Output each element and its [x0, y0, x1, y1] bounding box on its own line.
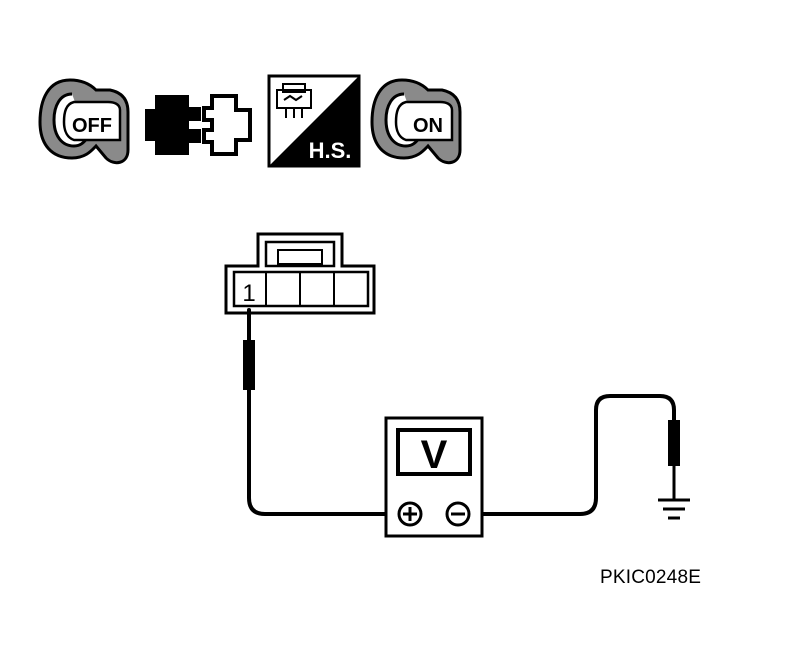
connector-disconnect-icon: [145, 94, 252, 156]
negative-probe: [668, 420, 680, 466]
harness-connector: [224, 232, 376, 315]
ground-icon: [658, 496, 690, 520]
meter-positive-terminal: [397, 501, 423, 527]
terminal-1-label: 1: [242, 280, 255, 307]
ignition-key-on-icon: ON: [370, 78, 462, 165]
ignition-key-off-icon: OFF: [38, 78, 130, 165]
voltmeter: V: [384, 416, 484, 538]
meter-display-label: V: [421, 433, 448, 477]
meter-negative-terminal: [445, 501, 471, 527]
key-off-label: OFF: [72, 115, 112, 137]
positive-probe: [243, 340, 255, 390]
harness-connector-hs-icon: H.S.: [267, 74, 361, 168]
key-on-label: ON: [413, 115, 443, 137]
harness-connector-label: H.S.: [309, 138, 352, 163]
test-lead-wires: [247, 308, 676, 516]
reference-code: PKIC0248E: [600, 567, 702, 588]
